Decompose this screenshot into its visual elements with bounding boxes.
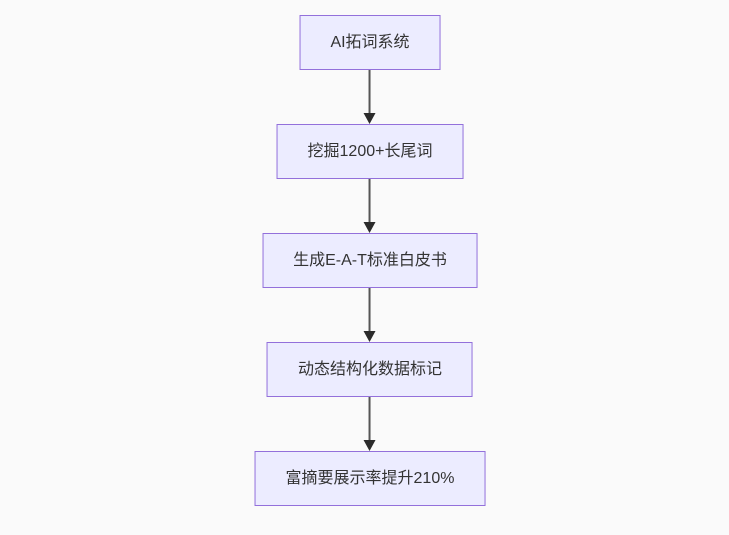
flow-node-label: 生成E-A-T标准白皮书	[293, 252, 447, 269]
arrow-line	[369, 397, 371, 441]
flow-node-eat-whitepaper: 生成E-A-T标准白皮书	[262, 233, 478, 288]
flow-node-label: 富摘要展示率提升210%	[285, 470, 455, 487]
flowchart-column: AI拓词系统 挖掘1200+长尾词 生成E-A-T标准白皮书 动态结构化数据标记	[254, 15, 486, 506]
flow-arrow-1	[364, 70, 376, 124]
flow-node-label: 动态结构化数据标记	[297, 361, 442, 378]
arrow-head-icon	[364, 222, 376, 233]
flow-node-structured-data: 动态结构化数据标记	[266, 342, 473, 397]
flow-arrow-4	[364, 397, 376, 451]
arrow-line	[369, 70, 371, 114]
arrow-line	[369, 179, 371, 223]
arrow-head-icon	[364, 440, 376, 451]
flow-arrow-2	[364, 179, 376, 233]
flow-node-longtail-mining: 挖掘1200+长尾词	[276, 124, 464, 179]
flow-node-ai-word-system: AI拓词系统	[299, 15, 441, 70]
arrow-head-icon	[364, 113, 376, 124]
flow-node-label: 挖掘1200+长尾词	[307, 143, 433, 160]
flow-node-label: AI拓词系统	[330, 34, 410, 51]
flow-arrow-3	[364, 288, 376, 342]
arrow-line	[369, 288, 371, 332]
flow-node-rich-snippet-result: 富摘要展示率提升210%	[254, 451, 486, 506]
arrow-head-icon	[364, 331, 376, 342]
